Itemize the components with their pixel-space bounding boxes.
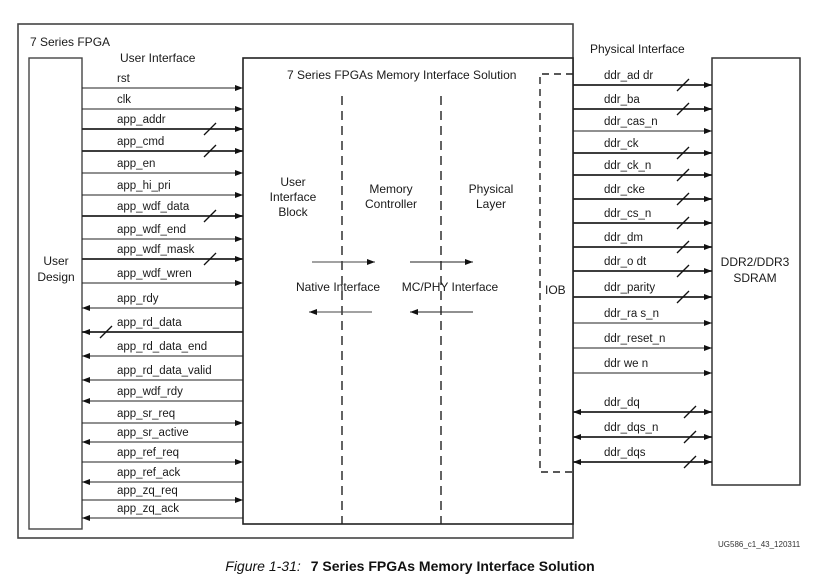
user-signal-label: app_wdf_mask bbox=[117, 244, 195, 256]
bus-slash-icon bbox=[203, 122, 217, 136]
bus-slash-icon bbox=[676, 240, 690, 254]
caption-title: 7 Series FPGAs Memory Interface Solution bbox=[311, 558, 595, 574]
bus-slash-icon bbox=[676, 216, 690, 230]
ddr-signal-label: ddr_cas_n bbox=[604, 116, 658, 128]
user-signal-label: app_wdf_rdy bbox=[117, 386, 183, 398]
user-signal-label: app_ref_ack bbox=[117, 467, 181, 479]
ddr-signal-label: ddr_cs_n bbox=[604, 208, 651, 220]
ui-block-label-1: User bbox=[280, 175, 305, 189]
bus-slash-icon bbox=[203, 209, 217, 223]
bus-slash-icon bbox=[676, 264, 690, 278]
sdram-block bbox=[711, 57, 801, 486]
ddr-signal-label: ddr_dm bbox=[604, 232, 643, 244]
bus-slash-icon bbox=[683, 455, 697, 469]
bus-slash-icon bbox=[676, 290, 690, 304]
ddr-signal-group: ddr_ad dr ddr_ba ddr_cas_n ddr_ck ddr_ck_ndd… bbox=[573, 70, 712, 469]
ddr-signal-label: ddr_ad dr bbox=[604, 70, 653, 82]
figure-caption: Figure 1-31: 7 Series FPGAs Memory Interf… bbox=[225, 558, 594, 574]
phy-label-1: Physical bbox=[469, 182, 514, 196]
user-signal-label: app_rdy bbox=[117, 293, 159, 305]
user-signal-label: app_hi_pri bbox=[117, 180, 171, 192]
user-design-label-line1: User bbox=[43, 254, 68, 268]
ddr-signal-label: ddr_dqs_n bbox=[604, 422, 658, 434]
memory-interface-solution-block bbox=[242, 57, 574, 525]
user-design-block bbox=[28, 57, 83, 530]
ddr-signal-label: ddr_ck_n bbox=[604, 160, 651, 172]
bus-slash-icon bbox=[676, 78, 690, 92]
ddr-signal-label: ddr_parity bbox=[604, 282, 655, 294]
user-signal-label: app_zq_ack bbox=[117, 503, 179, 515]
bus-slash-icon bbox=[203, 252, 217, 266]
user-signal-label: clk bbox=[117, 94, 131, 106]
bus-slash-icon bbox=[676, 168, 690, 182]
user-signal-label: app_en bbox=[117, 158, 155, 170]
physical-interface-label: Physical Interface bbox=[590, 42, 685, 56]
mc-label-2: Controller bbox=[365, 197, 417, 211]
user-interface-label: User Interface bbox=[120, 51, 196, 65]
user-signal-label: app_wdf_wren bbox=[117, 268, 192, 280]
caption-number: Figure 1-31: bbox=[225, 558, 301, 574]
bus-slash-icon bbox=[99, 325, 113, 339]
user-signal-label: app_sr_req bbox=[117, 408, 175, 420]
user-signal-label: app_wdf_end bbox=[117, 224, 186, 236]
iob-region bbox=[539, 73, 573, 473]
ddr-signal-label: ddr_o dt bbox=[604, 256, 647, 268]
user-signal-label: app_rd_data_end bbox=[117, 341, 207, 353]
ddr-signal-label: ddr_ba bbox=[604, 94, 640, 106]
ui-block-label-2: Interface bbox=[270, 190, 317, 204]
user-signal-label: app_addr bbox=[117, 114, 166, 126]
iob-label: IOB bbox=[545, 283, 566, 297]
figure-id: UG586_c1_43_120311 bbox=[718, 540, 801, 549]
user-signal-label: app_sr_active bbox=[117, 427, 189, 439]
user-signal-label: app_ref_req bbox=[117, 447, 179, 459]
mis-title: 7 Series FPGAs Memory Interface Solution bbox=[287, 68, 516, 82]
ddr-signal-label: ddr we n bbox=[604, 358, 648, 370]
ddr-signal-label: ddr_ra s_n bbox=[604, 308, 659, 320]
fpga-label: 7 Series FPGA bbox=[30, 35, 110, 49]
user-signal-label: app_rd_data_valid bbox=[117, 365, 212, 377]
phy-label-2: Layer bbox=[476, 197, 506, 211]
user-design-label-line2: Design bbox=[37, 270, 74, 284]
bus-slash-icon bbox=[683, 430, 697, 444]
bus-slash-icon bbox=[676, 146, 690, 160]
user-signal-label: app_zq_req bbox=[117, 485, 178, 497]
bus-slash-icon bbox=[683, 405, 697, 419]
bus-slash-icon bbox=[676, 102, 690, 116]
user-signal-group: rst clk app_addr app_cmd app_en app_hi_priapp… bbox=[82, 73, 243, 521]
mc-label-1: Memory bbox=[369, 182, 412, 196]
ddr-signal-label: ddr_dqs bbox=[604, 447, 646, 459]
user-signal-label: app_rd_data bbox=[117, 317, 182, 329]
ddr-signal-label: ddr_dq bbox=[604, 397, 640, 409]
ui-block-label-3: Block bbox=[278, 205, 308, 219]
sdram-label-line1: DDR2/DDR3 bbox=[721, 255, 790, 269]
user-signal-label: app_cmd bbox=[117, 136, 164, 148]
user-signal-label: rst bbox=[117, 73, 131, 85]
ddr-signal-label: ddr_ck bbox=[604, 138, 639, 150]
user-signal-label: app_wdf_data bbox=[117, 201, 190, 213]
ddr-signal-label: ddr_cke bbox=[604, 184, 645, 196]
bus-slash-icon bbox=[203, 144, 217, 158]
bus-slash-icon bbox=[676, 192, 690, 206]
sdram-label-line2: SDRAM bbox=[733, 271, 776, 285]
native-interface-label: Native Interface bbox=[296, 280, 380, 294]
ddr-signal-label: ddr_reset_n bbox=[604, 333, 665, 345]
mcphy-interface-label: MC/PHY Interface bbox=[402, 280, 499, 294]
